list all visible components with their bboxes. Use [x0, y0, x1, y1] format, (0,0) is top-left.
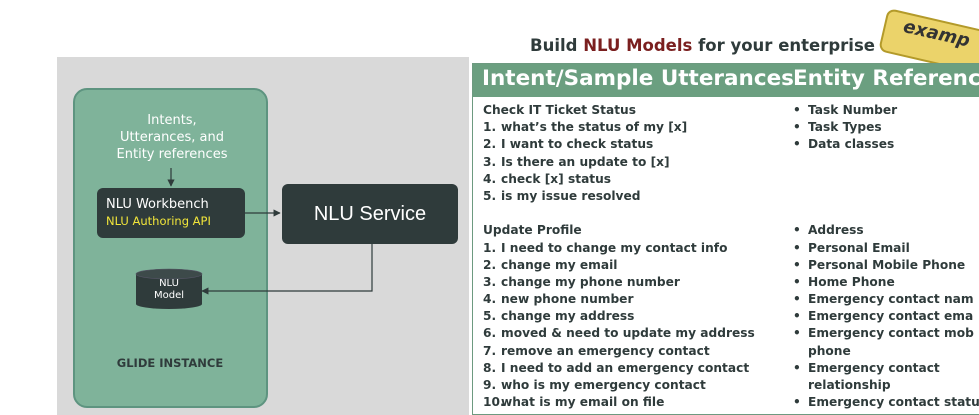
entity-item: •Data classes [793, 137, 895, 152]
utterance-item: 4.new phone number [483, 292, 634, 307]
utterance-item: 5.change my address [483, 309, 635, 324]
service-to-model-arrow [201, 244, 373, 295]
entity-item: phone [808, 343, 851, 358]
entity-item: •Task Number [793, 103, 898, 117]
nlu-workbench-box [97, 188, 245, 238]
utterance-item: 2.I want to check status [483, 137, 654, 152]
inputs-label: Intents, Utterances, and Entity referenc… [92, 112, 252, 163]
utterance-item: 9.who is my emergency contact [483, 378, 706, 392]
glide-instance-label: GLIDE INSTANCE [116, 356, 224, 370]
header-entities: Entity References [793, 66, 979, 91]
utterance-item: 1.what’s the status of my [x] [483, 120, 688, 135]
utterance-item: 10.what is my email on file [483, 395, 665, 410]
utterance-item: 4.check [x] status [483, 171, 612, 186]
nlu-service-box: NLU Service [282, 184, 458, 244]
entity-item: •Personal Mobile Phone [793, 257, 966, 272]
entity-item: •Emergency contact ema [793, 309, 974, 324]
model-line: NLU [159, 278, 179, 289]
inputs-line: Entity references [116, 147, 228, 162]
workbench-api-label: NLU Authoring API [106, 214, 211, 228]
title-highlight: NLU Models [583, 36, 693, 55]
glide-instance-box [73, 88, 268, 408]
entity-item: •Emergency contact nam [793, 292, 974, 307]
entity-item: •Emergency contact statu [793, 395, 979, 410]
workbench-title: NLU Workbench [106, 197, 209, 212]
inputs-line: Utterances, and [120, 130, 224, 145]
entity-item: •Emergency contact mob [793, 326, 974, 341]
entity-item: •Personal Email [793, 240, 910, 255]
utterance-item: 3.change my phone number [483, 274, 680, 289]
utterance-item: 6.moved & need to update my address [483, 326, 755, 341]
table-header-bar [473, 64, 979, 97]
utterance-item: 2.change my email [483, 257, 618, 272]
utterances-column: Check IT Ticket Status 1.what’s the stat… [483, 102, 755, 411]
model-label: NLU Model [136, 278, 202, 302]
entities-column: •Task Number •Task Types •Data classes •… [793, 102, 979, 411]
nlu-model-cylinder [135, 268, 203, 309]
intent-title: Update Profile [483, 223, 582, 238]
header-intents: Intent/Sample Utterances [482, 66, 794, 91]
utterance-item: 3.Is there an update to [x] [483, 154, 670, 169]
model-line: Model [153, 290, 185, 301]
utterance-item: 5.is my issue resolved [483, 188, 641, 203]
title-prefix: Build [530, 36, 584, 55]
page-title: Build NLU Models for your enterprise [530, 36, 875, 55]
utterance-item: 1.I need to change my contact info [483, 240, 728, 255]
entity-item: •Task Types [793, 120, 882, 135]
title-suffix: for your enterprise [692, 36, 875, 55]
entity-item: •Home Phone [793, 274, 895, 289]
intent-title: Check IT Ticket Status [483, 103, 636, 117]
utterance-item: 8.I need to add an emergency contact [483, 360, 750, 375]
entity-item: relationship [808, 378, 891, 392]
inputs-line: Intents, [147, 113, 197, 128]
entity-item: •Emergency contact [793, 360, 940, 375]
utterance-item: 7.remove an emergency contact [483, 343, 710, 358]
entity-item: •Address [793, 223, 864, 238]
